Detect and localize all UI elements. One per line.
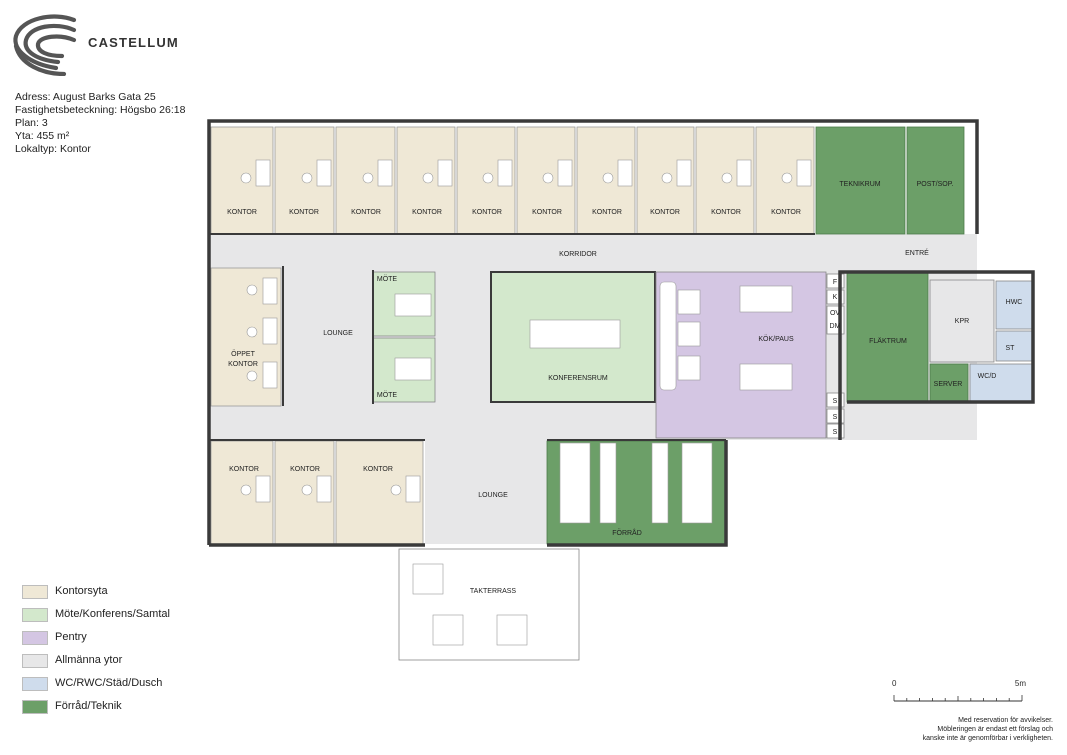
kontor-bottom-label-1: KONTOR [229,466,259,473]
walls [207,119,1035,547]
inner-walls [209,233,815,441]
hwc-room [995,280,1033,330]
address-text: Adress: August Barks Gata 25 [15,91,156,103]
s-label-1: S [833,398,838,405]
bottom-desks [240,475,421,503]
hwc-label: HWC [1006,299,1023,306]
server-room [929,363,969,403]
castellum-logo [13,14,77,76]
property-info: Adress: August Barks Gata 25 Fastighetsb… [15,91,185,156]
legend-swatch [22,608,48,622]
ov-label: OV [830,310,840,317]
server-label: SERVER [934,381,963,388]
legend-swatch [22,585,48,599]
kontor-bottom-label-2: KONTOR [290,466,320,473]
kontor-label-6: KONTOR [532,209,562,216]
mote-label-1: MÖTE [377,275,398,283]
kpr-area [929,279,995,363]
flaktrum-room [846,271,929,403]
pantry-furniture [659,281,793,391]
lounge-label-1: LOUNGE [323,330,353,337]
legend-label: Förråd/Teknik [55,700,122,712]
disclaimer-line: kanske inte är genomförbar i verklighete… [922,735,1053,742]
mote-furniture [394,293,432,381]
kontor-label-9: KONTOR [711,209,741,216]
conference-table [529,319,621,349]
legend-swatch [22,631,48,645]
kontor-label-4: KONTOR [412,209,442,216]
floor-text: Plan: 3 [15,117,48,129]
disclaimer-line: Möbleringen är endast ett förslag och [937,726,1053,733]
legend-swatch [22,700,48,714]
kontor-label-8: KONTOR [650,209,680,216]
kontor-label-7: KONTOR [592,209,622,216]
forrad-label: FÖRRÅD [612,528,642,537]
lounge-south-area [425,440,547,544]
scale-end: 5m [1014,679,1026,688]
lounge-label-2: LOUNGE [478,492,508,499]
oppet-label-2: KONTOR [228,361,258,368]
fridge-label: F [833,279,837,286]
scale-start: 0 [892,679,897,688]
scale-bar: 0 5m [892,679,1026,709]
disclaimer: Med reservation för avvikelser. Möblerin… [923,716,1053,743]
legend-label: Möte/Konferens/Samtal [55,608,170,620]
scale-ruler [893,695,1023,702]
kontor-label-10: KONTOR [771,209,801,216]
s-label-2: S [833,414,838,421]
wcd-label: WC/D [978,373,997,380]
post-label: POST/SOP. [917,181,954,188]
kontor-label-1: KONTOR [227,209,257,216]
office-desks [240,159,812,187]
area-text: Yta: 455 m² [15,130,70,142]
legend-label: WC/RWC/Städ/Dusch [55,677,163,689]
kontor-label-5: KONTOR [472,209,502,216]
designation-text: Fastighetsbeteckning: Högsbo 26:18 [15,104,186,116]
kontor-bottom-label-3: KONTOR [363,466,393,473]
forrad-shelves [559,442,713,524]
legend-label: Allmänna ytor [55,654,123,666]
kyl-label: K [833,294,838,301]
takterrass-label: TAKTERRASS [470,588,516,595]
disclaimer-line: Med reservation för avvikelser. [958,717,1053,724]
premises-type-text: Lokaltyp: Kontor [15,143,91,155]
teknikrum-label: TEKNIKRUM [839,181,880,188]
brand-name: CASTELLUM [88,35,179,50]
korridor-label: KORRIDOR [559,251,597,258]
oppet-label-1: ÖPPET [231,350,255,358]
disk-label: DM [830,323,841,330]
legend-swatch [22,654,48,668]
teknikrum-room [815,126,906,235]
kok-paus-label: KÖK/PAUS [758,335,794,343]
s-label-3: S [833,429,838,436]
kpr-label: KPR [955,318,969,325]
legend-label: Pentry [55,631,87,643]
kontor-label-2: KONTOR [289,209,319,216]
legend-label: Kontorsyta [55,585,108,597]
open-office-desks [246,277,278,389]
st-label: ST [1006,345,1016,352]
mote-label-2: MÖTE [377,391,398,399]
wcd-room [969,363,1033,403]
legend-swatch [22,677,48,691]
flaktrum-label: FLÄKTRUM [869,337,907,345]
terrace-furniture [412,563,528,646]
konferensrum-label: KONFERENSRUM [548,375,608,382]
entre-label: ENTRÉ [905,248,929,257]
post-room [906,126,965,235]
kontor-label-3: KONTOR [351,209,381,216]
